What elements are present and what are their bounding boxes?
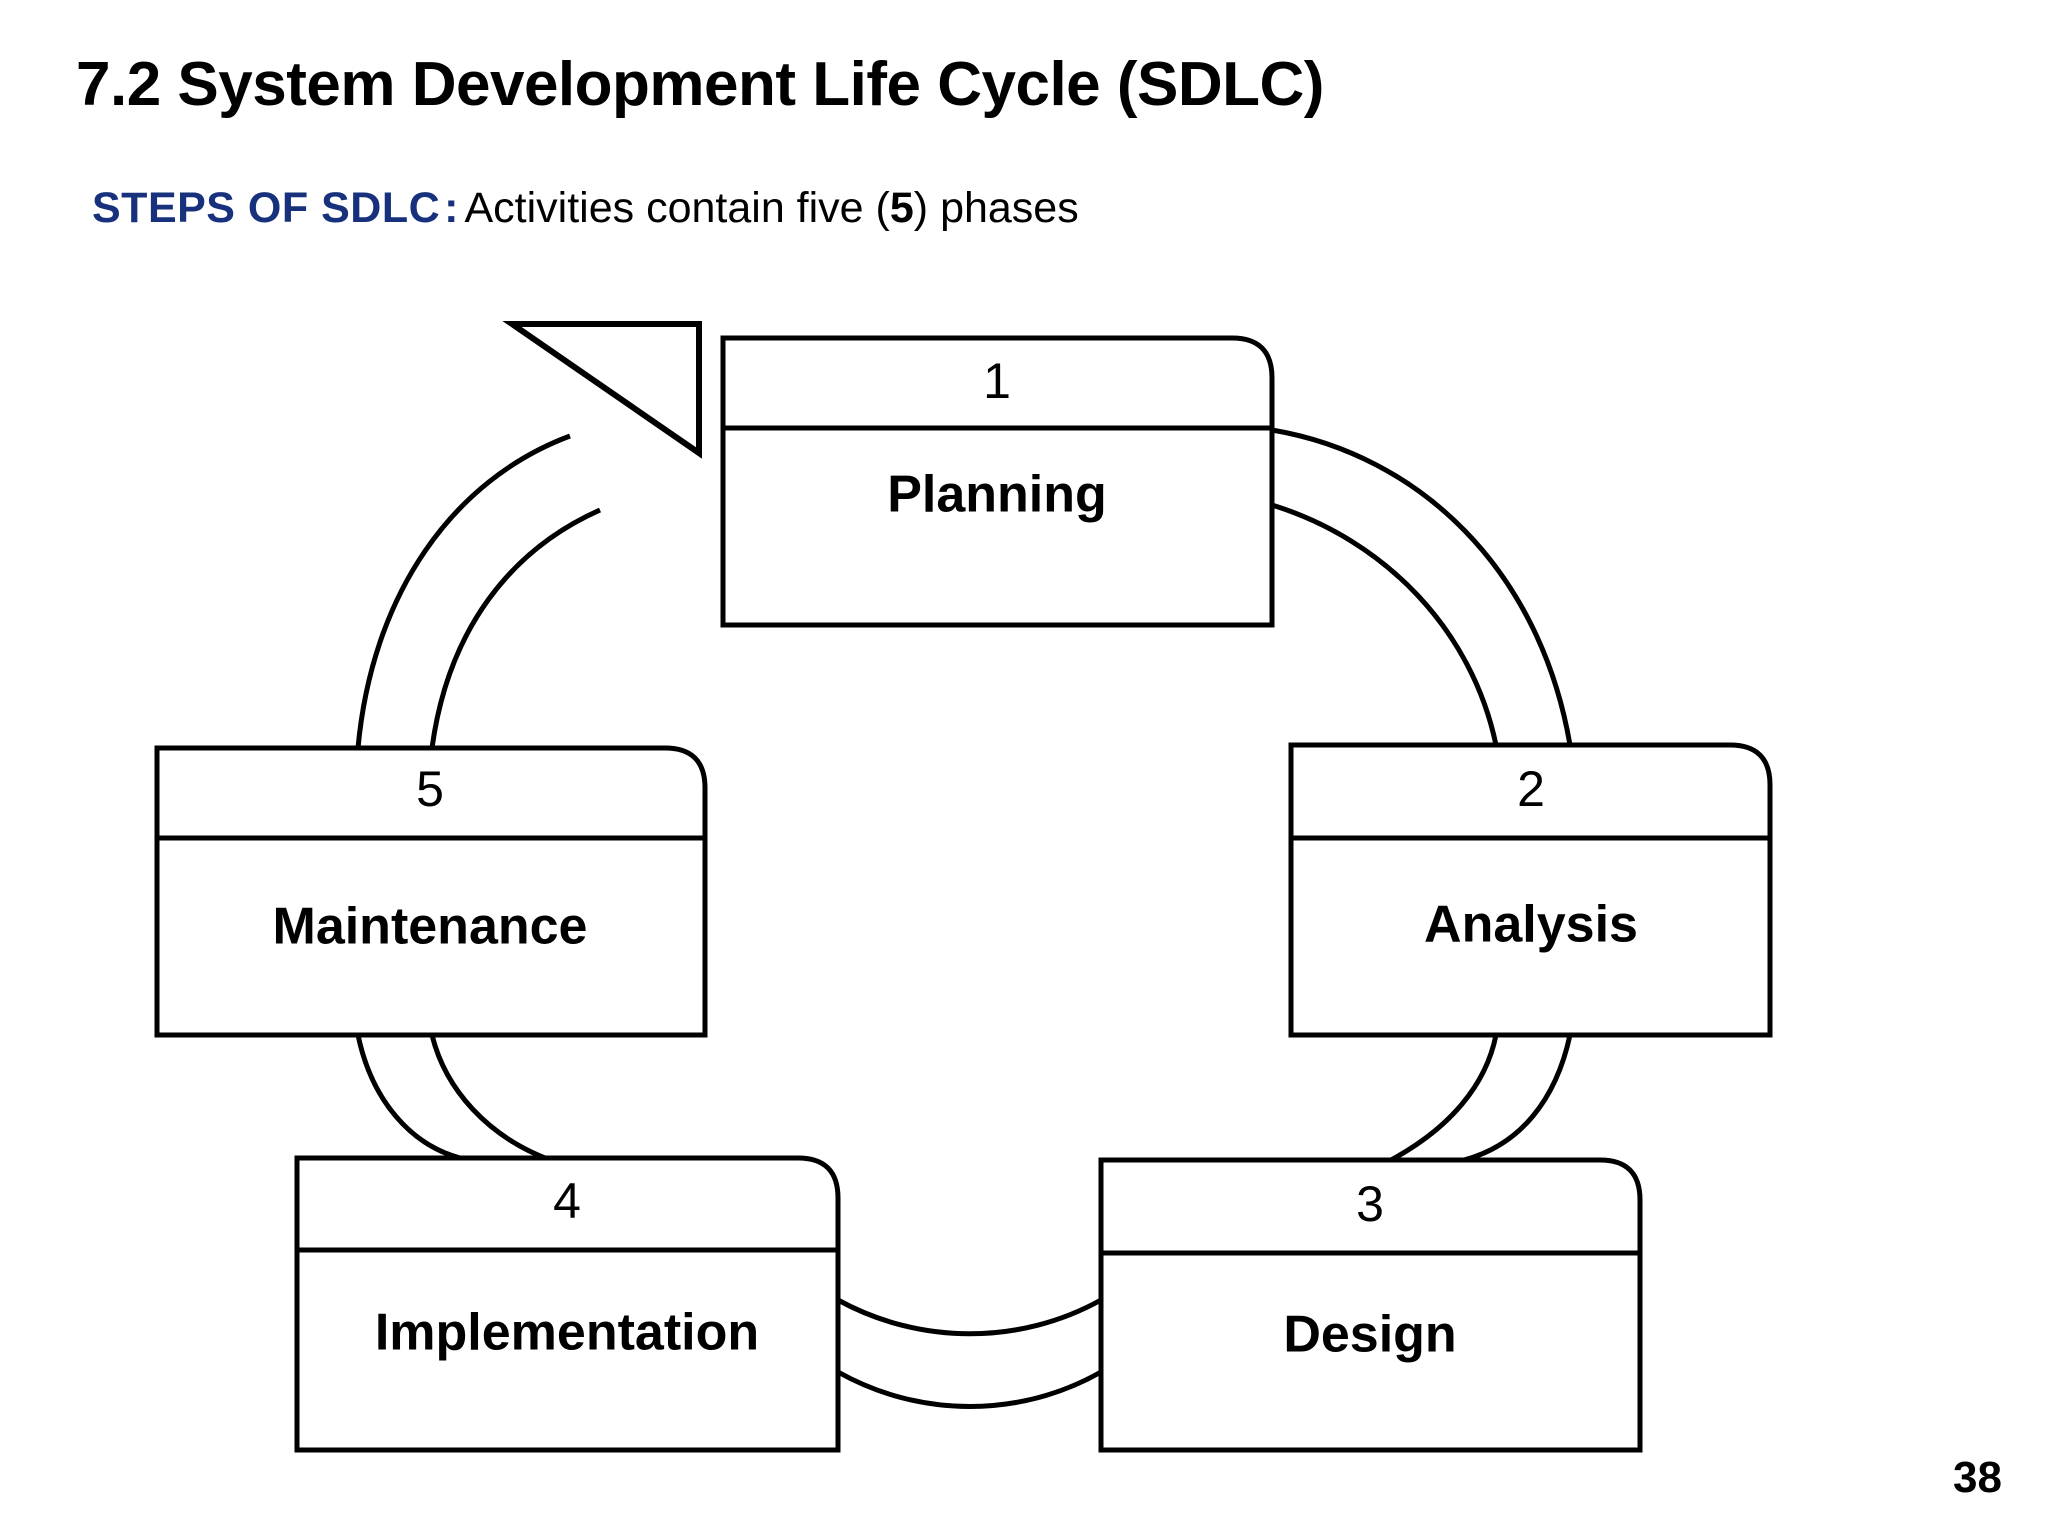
phase-box-implementation[interactable]: 4 Implementation — [294, 1155, 841, 1453]
subtitle-text-after: ) phases — [913, 184, 1079, 232]
analysis-box-outline — [1288, 742, 1773, 1038]
arc-implementation-to-design-upper — [836, 1297, 1103, 1337]
planning-label: Planning — [887, 466, 1107, 524]
cycle-ring — [355, 427, 1573, 1409]
planning-box-outline — [720, 335, 1275, 628]
page-number: 38 — [1953, 1453, 2002, 1502]
maintenance-box-outline — [154, 745, 708, 1038]
arc-analysis-to-design-inner — [1389, 1034, 1499, 1163]
subtitle-lead-text: STEPS OF SDLC — [92, 184, 441, 232]
subtitle-phase-count: 5 — [889, 184, 914, 232]
arc-planning-to-analysis-inner — [1271, 502, 1499, 746]
arc-maintenance-to-planning-outer — [355, 433, 571, 749]
phase-box-design[interactable]: 3 Design — [1098, 1157, 1643, 1453]
arc-maintenance-to-planning-inner — [429, 507, 602, 749]
arc-analysis-to-design-outer — [1463, 1034, 1573, 1163]
arrow-head-triangle — [502, 321, 702, 459]
subtitle-body-text: Activities contain five (5) phases — [464, 184, 1078, 232]
phase-box-planning[interactable]: 1 Planning — [720, 335, 1275, 628]
cycle-arrowhead — [502, 321, 702, 459]
sdlc-cycle-diagram: 1 Planning 2 Analysis 3 Design 4 — [0, 240, 2048, 1490]
arc-planning-to-analysis-outer — [1271, 427, 1573, 746]
phase-box-analysis[interactable]: 2 Analysis — [1288, 742, 1773, 1038]
design-box-outline — [1098, 1157, 1643, 1453]
analysis-label: Analysis — [1424, 896, 1638, 954]
subtitle-colon: : — [444, 184, 459, 232]
planning-number: 1 — [983, 353, 1011, 409]
analysis-number: 2 — [1517, 761, 1545, 817]
implementation-label: Implementation — [375, 1304, 759, 1362]
maintenance-number: 5 — [416, 761, 444, 817]
phase-box-maintenance[interactable]: 5 Maintenance — [154, 745, 708, 1038]
design-label: Design — [1283, 1306, 1456, 1364]
maintenance-label: Maintenance — [273, 898, 588, 956]
subtitle-text-before: Activities contain five ( — [464, 184, 890, 232]
arc-maintenance-to-implementation-inner — [429, 1034, 546, 1161]
arc-implementation-to-design-lower — [836, 1369, 1103, 1409]
implementation-number: 4 — [553, 1173, 581, 1229]
arc-maintenance-to-implementation-outer — [355, 1034, 461, 1161]
design-number: 3 — [1356, 1176, 1384, 1232]
implementation-box-outline — [294, 1155, 841, 1453]
page-title: 7.2 System Development Life Cycle (SDLC) — [76, 50, 1324, 119]
slide-subtitle: STEPS OF SDLC:Activities contain five (5… — [92, 184, 1079, 232]
